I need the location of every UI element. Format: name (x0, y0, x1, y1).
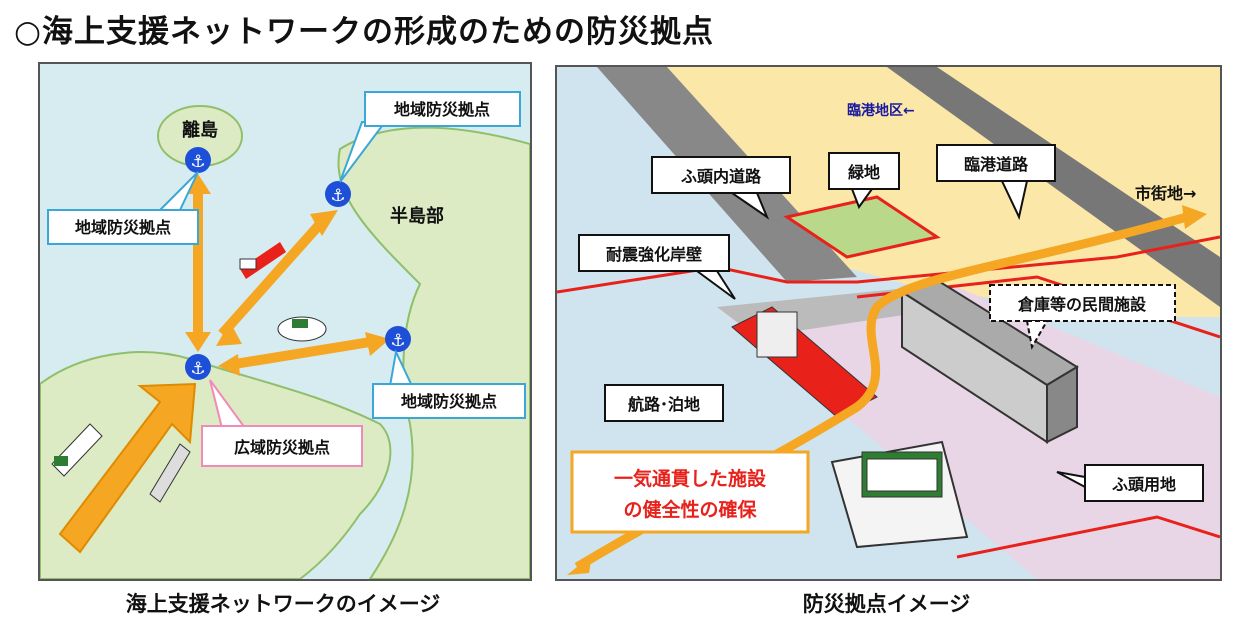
network-map-panel: ⚓ ⚓ ⚓ ⚓ 離島 半島部 (38, 62, 532, 581)
rinko-district-label: 臨港地区← (847, 102, 915, 119)
svg-text:臨港道路: 臨港道路 (964, 155, 1029, 174)
svg-text:地域防災拠点: 地域防災拠点 (394, 100, 490, 119)
svg-text:⚓: ⚓ (330, 186, 345, 206)
svg-text:倉庫等の民間施設: 倉庫等の民間施設 (1017, 295, 1147, 314)
callout-wide-area: 広域防災拠点 (201, 379, 363, 467)
callout-quay-wall: 耐震強化岸壁 (578, 234, 736, 300)
island-label: 離島 (182, 119, 218, 141)
svg-text:地域防災拠点: 地域防災拠点 (401, 392, 497, 411)
anchor-icon: ⚓ (385, 326, 411, 352)
flow-arrow-head-start (567, 555, 592, 575)
ship-icon (731, 306, 878, 418)
svg-text:一気通貫した施設: 一気通貫した施設 (614, 467, 767, 490)
anchor-icon: ⚓ (325, 181, 351, 207)
svg-text:航路･泊地: 航路･泊地 (628, 395, 700, 414)
svg-text:⚓: ⚓ (390, 331, 405, 351)
svg-text:ふ頭内道路: ふ頭内道路 (681, 167, 762, 186)
svg-text:⚓: ⚓ (190, 359, 205, 379)
anchor-icon: ⚓ (185, 354, 211, 380)
peninsula-label: 半島部 (390, 205, 444, 227)
ship-icon (239, 242, 286, 279)
city-area-label: 市街地→ (1135, 184, 1196, 203)
right-caption: 防災拠点イメージ (802, 592, 971, 616)
arrow-heads (185, 174, 390, 376)
callout-regional-left: 地域防災拠点 (47, 171, 199, 245)
green-area (783, 195, 941, 259)
port-land (627, 67, 1220, 317)
left-caption: 海上支援ネットワークのイメージ (125, 592, 441, 616)
rinko-road-surface (887, 67, 1220, 307)
svg-text:広域防災拠点: 広域防災拠点 (234, 438, 330, 457)
disaster-base-image: 臨港地区← 市街地→ ふ頭内道路 緑地 臨港道路 耐震強化岸壁 倉庫等の民間施設 (557, 67, 1220, 579)
svg-text:地域防災拠点: 地域防災拠点 (75, 218, 171, 237)
svg-text:緑地: 緑地 (848, 163, 880, 182)
svg-text:⚓: ⚓ (190, 152, 205, 172)
disaster-base-panel: 臨港地区← 市街地→ ふ頭内道路 緑地 臨港道路 耐震強化岸壁 倉庫等の民間施設 (555, 65, 1222, 581)
callout-regional-bottom-right: 地域防災拠点 (372, 348, 526, 419)
callout-regional-top-right: 地域防災拠点 (339, 91, 521, 183)
arrow-wide-coast (234, 337, 371, 369)
ship-icon (830, 440, 969, 549)
ship-icon (149, 443, 191, 503)
svg-text:の健全性の確保: の健全性の確保 (623, 498, 757, 521)
network-map: ⚓ ⚓ ⚓ ⚓ 離島 半島部 (40, 91, 530, 579)
callout-futo-land: ふ頭用地 (1056, 464, 1204, 502)
callout-rinko-road: 臨港道路 (936, 144, 1056, 221)
svg-text:ふ頭用地: ふ頭用地 (1112, 475, 1176, 494)
flow-arrow-head-end (1182, 205, 1207, 229)
ship-icon (277, 316, 327, 342)
boundary-line (956, 515, 1220, 559)
supply-arrow (58, 382, 197, 554)
callout-channel: 航路･泊地 (604, 384, 724, 422)
peninsula-land (337, 126, 530, 579)
callout-green: 緑地 (828, 152, 900, 210)
arrow-wide-peninsula (218, 220, 324, 338)
anchor-icon: ⚓ (185, 147, 211, 173)
page-title: ○海上支援ネットワークの形成のための防災拠点 (14, 14, 715, 50)
futo-land-area (717, 287, 1220, 579)
callout-warehouse: 倉庫等の民間施設 (989, 284, 1176, 350)
ship-icon (51, 423, 103, 477)
emphasis-box: 一気通貫した施設 の健全性の確保 (570, 450, 810, 534)
callout-futo-road: ふ頭内道路 (651, 156, 791, 220)
svg-text:耐震強化岸壁: 耐震強化岸壁 (606, 245, 702, 264)
